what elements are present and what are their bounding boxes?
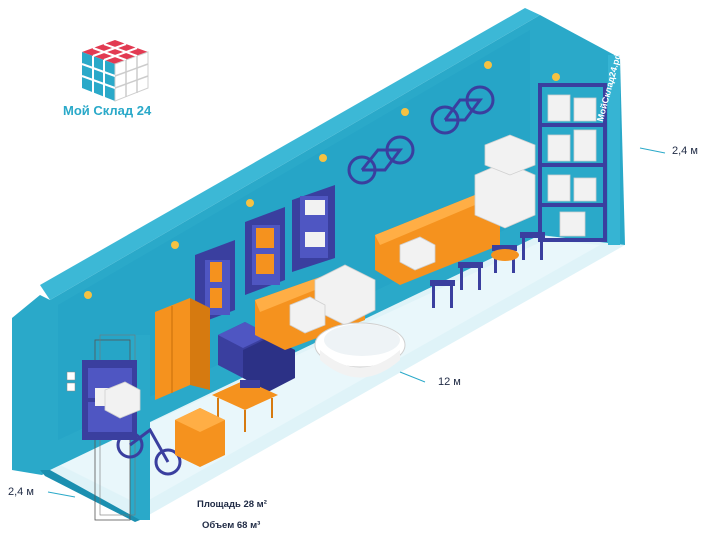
height-left-label: 2,4 м xyxy=(8,486,34,498)
height-right-label: 2,4 м xyxy=(672,145,698,157)
length-label: 12 м xyxy=(438,376,461,388)
logo-cube-icon xyxy=(81,40,149,102)
container-left-frame xyxy=(12,295,50,475)
area-label: Площадь 28 м² xyxy=(197,499,267,510)
volume-label: Объем 68 м³ xyxy=(202,520,261,531)
brand-name: Мой Склад 24 xyxy=(63,103,152,118)
